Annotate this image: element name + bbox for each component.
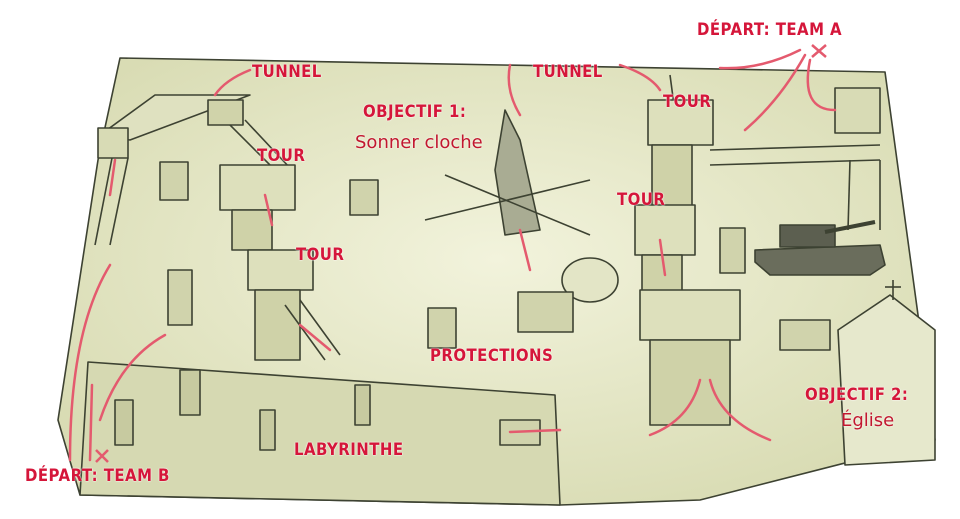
tower-right-3 [639, 289, 741, 341]
barricade [719, 227, 746, 274]
tower-right-3-base [649, 339, 731, 426]
barricade [159, 161, 189, 201]
movement-arrows [68, 48, 837, 462]
cable-drum [561, 257, 619, 303]
barricade [427, 307, 457, 349]
bell-tower [494, 109, 541, 236]
tower-left-2 [247, 249, 314, 291]
tunnel-left-label: TUNNEL [252, 62, 322, 82]
left-tower-small [97, 127, 129, 159]
objective1-text: Sonner cloche [355, 132, 483, 153]
church [837, 294, 936, 466]
start-marker-b [95, 449, 109, 463]
labyrinth-wall [259, 409, 276, 451]
labyrinth-label: LABYRINTHE [294, 440, 404, 460]
tower-label: TOUR [296, 245, 345, 265]
barricade [517, 291, 574, 333]
start-team-b-label: DÉPART: TEAM B [25, 466, 170, 486]
start-marker-a [811, 44, 827, 58]
tunnel-right-label: TUNNEL [533, 62, 603, 82]
tower-left-1-base [231, 209, 273, 251]
platform-team-a [834, 87, 881, 134]
protections-label: PROTECTIONS [430, 346, 554, 366]
tower-label: TOUR [257, 146, 306, 166]
tower-label: TOUR [663, 92, 712, 112]
tank [754, 244, 886, 276]
tower-right-1-base [651, 144, 693, 211]
barricade [779, 319, 831, 351]
tunnel-entry-left [207, 99, 244, 126]
objective1-title: OBJECTIF 1: [363, 102, 467, 122]
tower-label: TOUR [617, 190, 666, 210]
labyrinth-wall [179, 369, 201, 416]
tower-right-2 [634, 204, 696, 256]
objective2-title: OBJECTIF 2: [805, 385, 909, 405]
start-team-a-label: DÉPART: TEAM A [697, 20, 843, 40]
barricade [349, 179, 379, 216]
labyrinth-wall [354, 384, 371, 426]
tower-left-2-base [254, 289, 301, 361]
labyrinth-wall [114, 399, 134, 446]
barricade [167, 269, 193, 326]
tower-left-1 [219, 164, 296, 211]
objective2-text: Église [841, 410, 895, 431]
start-markers [95, 44, 827, 463]
